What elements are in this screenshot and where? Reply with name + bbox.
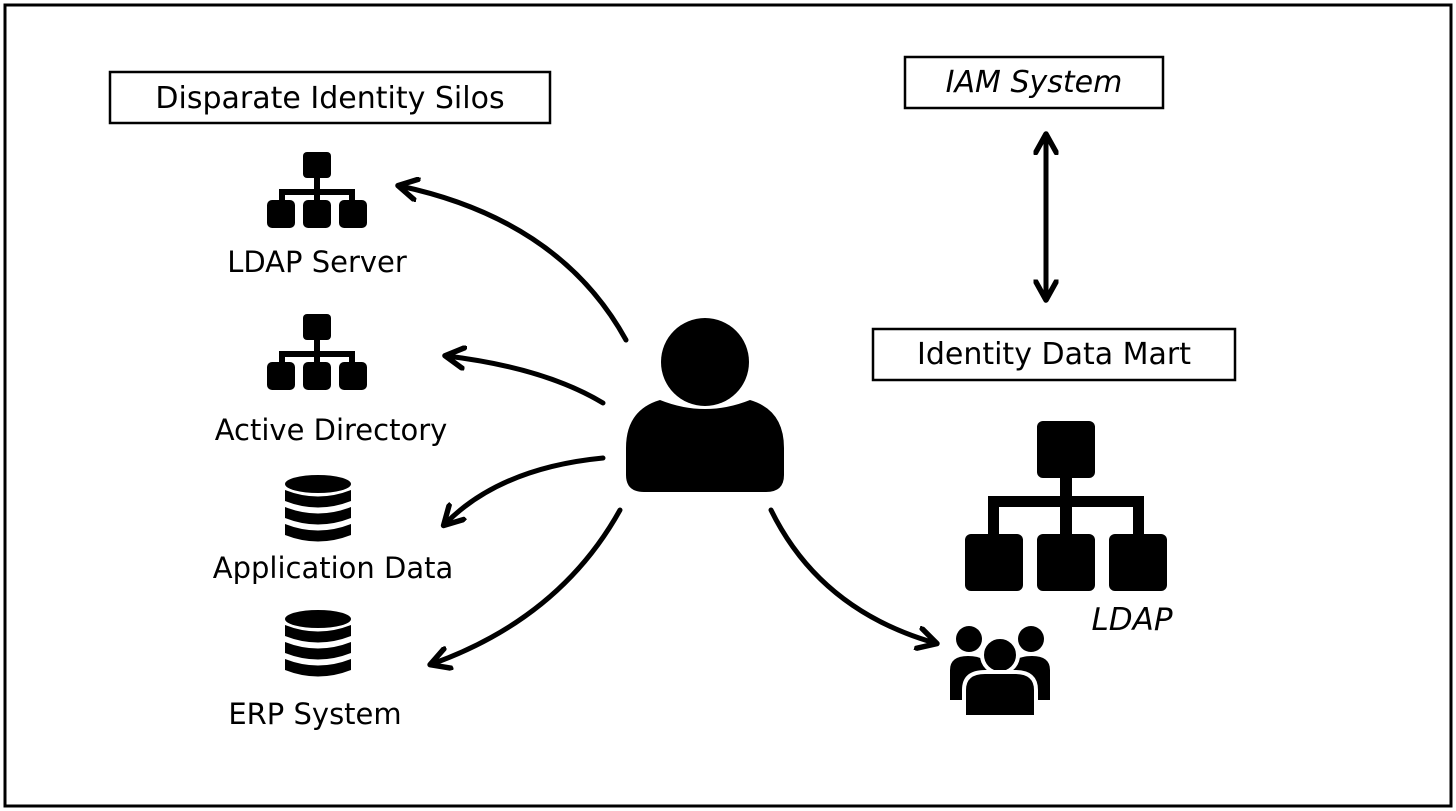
- arrow-to-application-data: [445, 455, 606, 524]
- org-hierarchy-icon: [267, 314, 367, 390]
- arrow-to-ldap-server: [400, 186, 629, 343]
- arrow-to-active-directory: [447, 356, 606, 406]
- active-directory-label: Active Directory: [215, 413, 448, 447]
- user-group-icon: [950, 626, 1050, 719]
- silos-title-box: Disparate Identity Silos: [108, 70, 552, 125]
- iam-title-box: IAM System: [903, 55, 1165, 110]
- arrow-to-erp-system: [432, 507, 623, 664]
- application-data-label: Application Data: [213, 551, 454, 585]
- org-hierarchy-icon: [267, 152, 367, 228]
- org-hierarchy-icon: [965, 421, 1167, 591]
- database-icon: [285, 610, 351, 677]
- erp-system-label: ERP System: [228, 697, 401, 731]
- datamart-title-box: Identity Data Mart: [871, 327, 1237, 382]
- database-icon: [285, 475, 351, 542]
- datamart-title: Identity Data Mart: [917, 337, 1191, 372]
- iam-title: IAM System: [946, 65, 1123, 100]
- outer-frame: [3, 3, 1453, 808]
- user-icon: [626, 318, 784, 492]
- silos-title: Disparate Identity Silos: [155, 81, 504, 116]
- datamart-ldap-label: LDAP: [1091, 602, 1172, 638]
- arrow-to-user-group: [768, 507, 935, 643]
- silo-arrows: [400, 186, 935, 664]
- ldap-server-label: LDAP Server: [227, 245, 407, 279]
